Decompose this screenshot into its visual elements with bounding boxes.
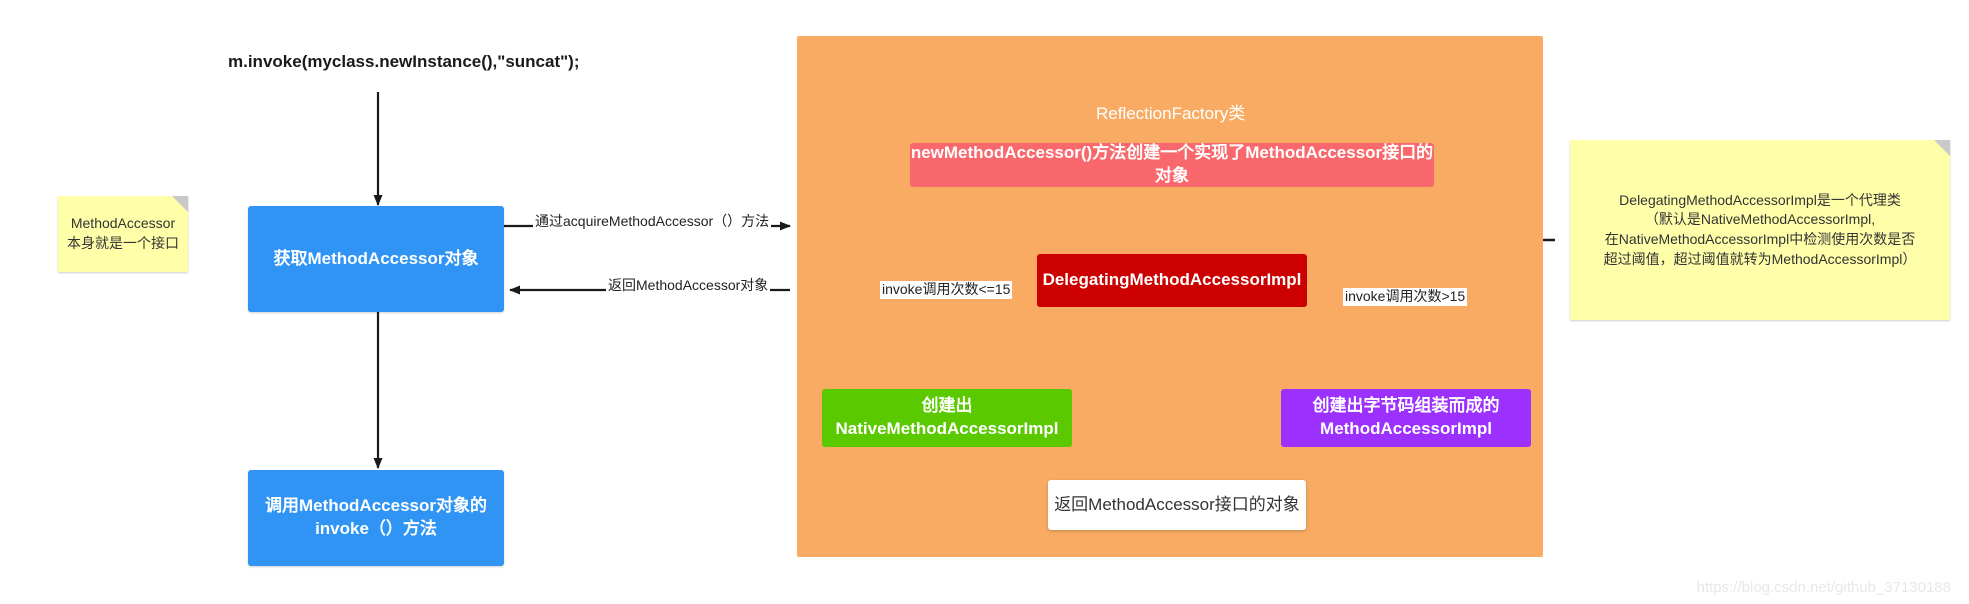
note-fold-icon [172,196,188,212]
node-bytecode-method-accessor-impl[interactable]: 创建出字节码组装而成的 MethodAccessorImpl [1281,389,1531,447]
note-delegating-proxy-explanation: DelegatingMethodAccessorImpl是一个代理类 （默认是N… [1570,140,1950,320]
page-title: m.invoke(myclass.newInstance(),"suncat")… [228,52,580,71]
node-call-invoke[interactable]: 调用MethodAccessor对象的 invoke（）方法 [248,470,504,566]
node-bytecode-method-accessor-impl-label: 创建出字节码组装而成的 MethodAccessorImpl [1312,396,1500,438]
note-method-accessor-interface: MethodAccessor 本身就是一个接口 [58,196,188,272]
node-delegating-method-accessor-impl-label: DelegatingMethodAccessorImpl [1042,270,1302,290]
watermark: https://blog.csdn.net/github_37130188 [1696,579,1951,596]
note-right-text: DelegatingMethodAccessorImpl是一个代理类 （默认是N… [1603,191,1917,267]
node-native-method-accessor-impl[interactable]: 创建出 NativeMethodAccessorImpl [822,389,1072,447]
node-return-method-accessor-object[interactable]: 返回MethodAccessor接口的对象 [1048,480,1306,530]
edge-label-return-accessor: 返回MethodAccessor对象 [606,277,771,295]
edge-label-invoke-count-lte: invoke调用次数<=15 [880,281,1013,299]
edge-label-acquire: 通过acquireMethodAccessor（）方法 [533,213,772,231]
node-return-method-accessor-object-label: 返回MethodAccessor接口的对象 [1054,494,1300,514]
node-delegating-method-accessor-impl[interactable]: DelegatingMethodAccessorImpl [1037,254,1307,307]
note-fold-icon-right [1934,140,1950,156]
node-get-method-accessor-label: 获取MethodAccessor对象 [273,248,479,268]
panel-title-reflection-factory: ReflectionFactory类 [1096,104,1246,123]
edge-label-invoke-count-gt: invoke调用次数>15 [1343,288,1468,306]
node-native-method-accessor-impl-label: 创建出 NativeMethodAccessorImpl [835,396,1059,438]
note-left-text: MethodAccessor 本身就是一个接口 [67,215,179,251]
node-new-method-accessor[interactable]: newMethodAccessor()方法创建一个实现了MethodAccess… [910,143,1434,187]
node-get-method-accessor[interactable]: 获取MethodAccessor对象 [248,206,504,312]
node-new-method-accessor-label: newMethodAccessor()方法创建一个实现了MethodAccess… [910,143,1434,185]
node-call-invoke-label: 调用MethodAccessor对象的 invoke（）方法 [265,496,487,538]
